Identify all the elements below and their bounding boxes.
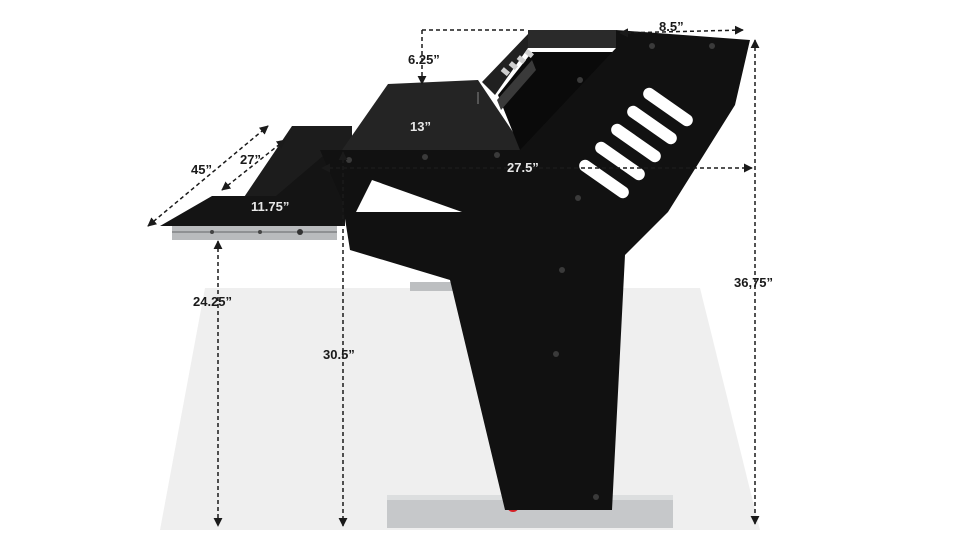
dimension-lines <box>147 25 760 527</box>
label-desk-depth: 27.5” <box>507 160 539 175</box>
desk-top <box>342 80 525 150</box>
label-total-height: 36,75” <box>734 275 774 290</box>
label-tray-shelf: 11.75” <box>251 199 290 214</box>
label-desk-height: 30.5” <box>323 347 355 362</box>
side-panel-cutout <box>356 180 462 212</box>
label-rack-top-width: 8.5” <box>659 19 684 34</box>
floor-shadow <box>160 288 760 530</box>
label-rack-depth: 6.25” <box>408 52 440 67</box>
label-total-depth: 45” <box>191 162 212 177</box>
side-panel <box>320 30 750 510</box>
label-tray-height: 24.25” <box>193 294 233 309</box>
keyboard-tray <box>160 126 352 240</box>
dim-line-total-depth <box>147 125 269 227</box>
label-desk-top: 13” <box>410 119 431 134</box>
label-tray-depth: 27” <box>240 152 261 167</box>
